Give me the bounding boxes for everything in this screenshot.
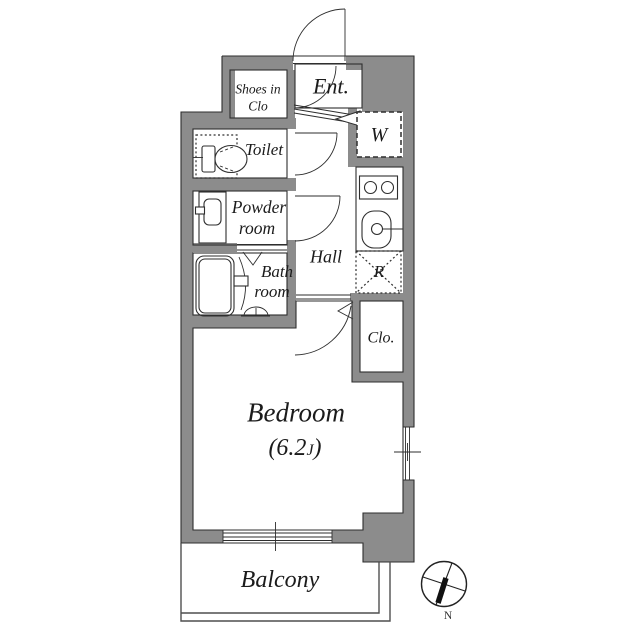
shoe-closet-room [229, 69, 288, 119]
toilet-label: Toilet [245, 140, 284, 159]
bathroom-label-2: room [254, 282, 289, 301]
powder-room-label-2: room [239, 218, 275, 238]
bedroom-size-unit: J [306, 442, 314, 459]
bedroom-door-threshold [296, 294, 351, 300]
bedroom-size-suffix: ) [312, 435, 322, 461]
shoe-closet-label-1: Shoes in [235, 82, 281, 97]
wall-right-upper [403, 56, 414, 427]
hall-label: Hall [309, 247, 342, 267]
powder-door-arc [294, 195, 341, 242]
kitchen-sink [361, 210, 392, 249]
bath-door-wedge [242, 251, 263, 266]
wall-hall-left-lower [287, 240, 296, 328]
fixtures [193, 111, 403, 317]
wall-bath-bedroom [181, 315, 296, 328]
wall-closet-left [352, 293, 360, 382]
powder-room [192, 190, 288, 246]
bedroom-room [192, 300, 404, 531]
wall-hall-bottom [350, 293, 414, 301]
room-labels: Shoes in Clo Ent. Toilet W Powder room H… [231, 74, 395, 594]
wall-bottom-right [332, 530, 367, 543]
balcony-inner-rail [181, 562, 380, 614]
wall-bottom-left [181, 530, 223, 543]
vanity-basin [203, 198, 222, 226]
wall-upperleft-vert [222, 56, 235, 125]
bedroom-size-label: (6.2J) [268, 435, 321, 461]
bathroom-label-1: Bath [261, 262, 293, 281]
shoe-closet-door-arc [294, 65, 337, 109]
compass: N [420, 560, 468, 622]
bathtub-inner [198, 258, 232, 314]
wall-powder-bath [193, 243, 237, 252]
bedroom-label: Bedroom [247, 398, 345, 428]
balcony [180, 543, 391, 622]
ent-door-opening [293, 56, 346, 70]
bath-faucet [241, 306, 270, 317]
bath-door-sill [237, 244, 287, 251]
wall-washer-left [348, 108, 357, 160]
washer-space [356, 111, 402, 158]
toilet-bowl [214, 144, 248, 174]
stove-burner-left [363, 180, 378, 195]
balcony-sliding-window [222, 530, 333, 543]
wall-shoes-toilet [181, 118, 296, 129]
entrance-label: Ent. [312, 74, 349, 99]
bath-door-handle [233, 275, 249, 287]
bathtub-outer [195, 255, 235, 317]
stove [358, 175, 399, 200]
outer-perimeter [180, 55, 415, 563]
balcony-label: Balcony [241, 567, 320, 593]
wall-below-washer [348, 157, 403, 167]
windows [222, 426, 421, 551]
north-needle [435, 577, 449, 604]
fridge-space-cross [355, 250, 402, 294]
wall-toilet-powder [193, 178, 296, 191]
wall-shoes-ent-divider [287, 56, 295, 118]
doors [233, 8, 361, 356]
north-label: N [444, 610, 453, 622]
toilet-tank [201, 145, 216, 173]
vanity-faucet [194, 206, 206, 215]
stove-burner-right [380, 180, 395, 195]
wall-below-closet [352, 372, 414, 382]
closet-room [359, 300, 404, 373]
washer-label: W [371, 124, 390, 146]
wall-right-mid [403, 480, 414, 513]
bedroom-door-wedge [337, 301, 354, 320]
toilet-bowl-detail [219, 146, 234, 172]
wall-corner-block [363, 513, 414, 562]
fridge-space [355, 250, 402, 294]
bedroom-size-prefix: (6.2 [268, 435, 306, 461]
shoe-closet-label-2: Clo [248, 99, 268, 114]
bath-room [192, 252, 288, 316]
walls [181, 56, 414, 562]
bedroom-side-window [403, 426, 415, 481]
powder-room-label-1: Powder [231, 197, 287, 217]
fridge-label: R [373, 262, 385, 281]
outlines [180, 55, 415, 563]
closet-label: Clo. [367, 330, 394, 347]
toilet-door-arc [294, 132, 338, 176]
toilet-room [192, 128, 288, 179]
bedroom-door-arc [294, 305, 352, 356]
balcony-outer-rail [180, 543, 391, 622]
side-window-mark [394, 443, 421, 461]
entrance-door-arc [292, 8, 346, 62]
entrance-room [294, 63, 363, 109]
